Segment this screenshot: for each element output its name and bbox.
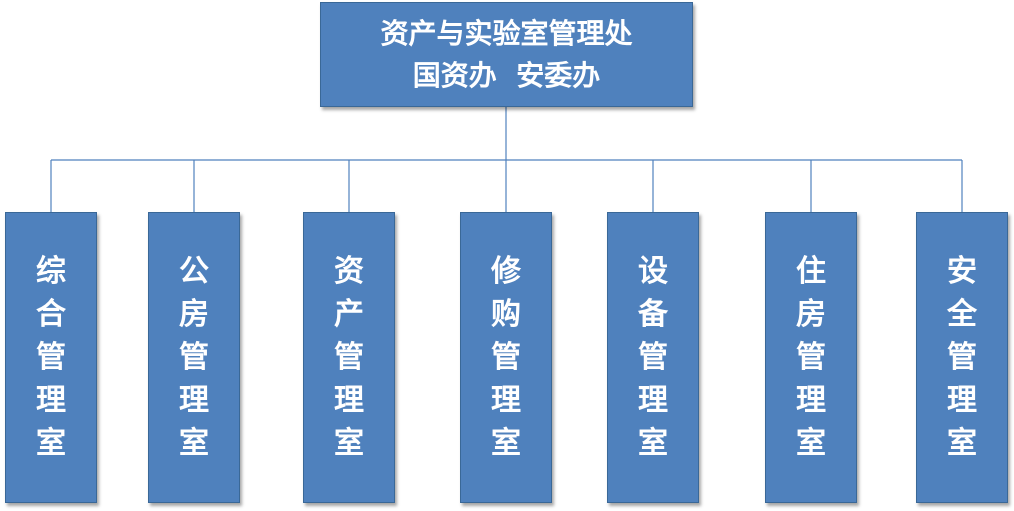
dept-label: 修购管理室	[491, 254, 521, 461]
dept-label: 设备管理室	[638, 254, 668, 461]
dept-node-6: 安全管理室	[916, 212, 1008, 503]
dept-node-2: 资产管理室	[303, 212, 395, 503]
dept-node-3: 修购管理室	[460, 212, 552, 503]
root-subtitle: 国资办 安委办	[412, 58, 601, 92]
dept-node-5: 住房管理室	[765, 212, 857, 503]
dept-label: 住房管理室	[796, 254, 826, 461]
dept-node-0: 综合管理室	[5, 212, 97, 503]
root-title: 资产与实验室管理处	[380, 16, 633, 50]
dept-node-1: 公房管理室	[148, 212, 240, 503]
dept-label: 资产管理室	[334, 254, 364, 461]
root-node: 资产与实验室管理处 国资办 安委办	[320, 2, 693, 107]
dept-label: 综合管理室	[36, 254, 66, 461]
dept-node-4: 设备管理室	[607, 212, 699, 503]
dept-label: 公房管理室	[179, 254, 209, 461]
dept-label: 安全管理室	[947, 254, 977, 461]
